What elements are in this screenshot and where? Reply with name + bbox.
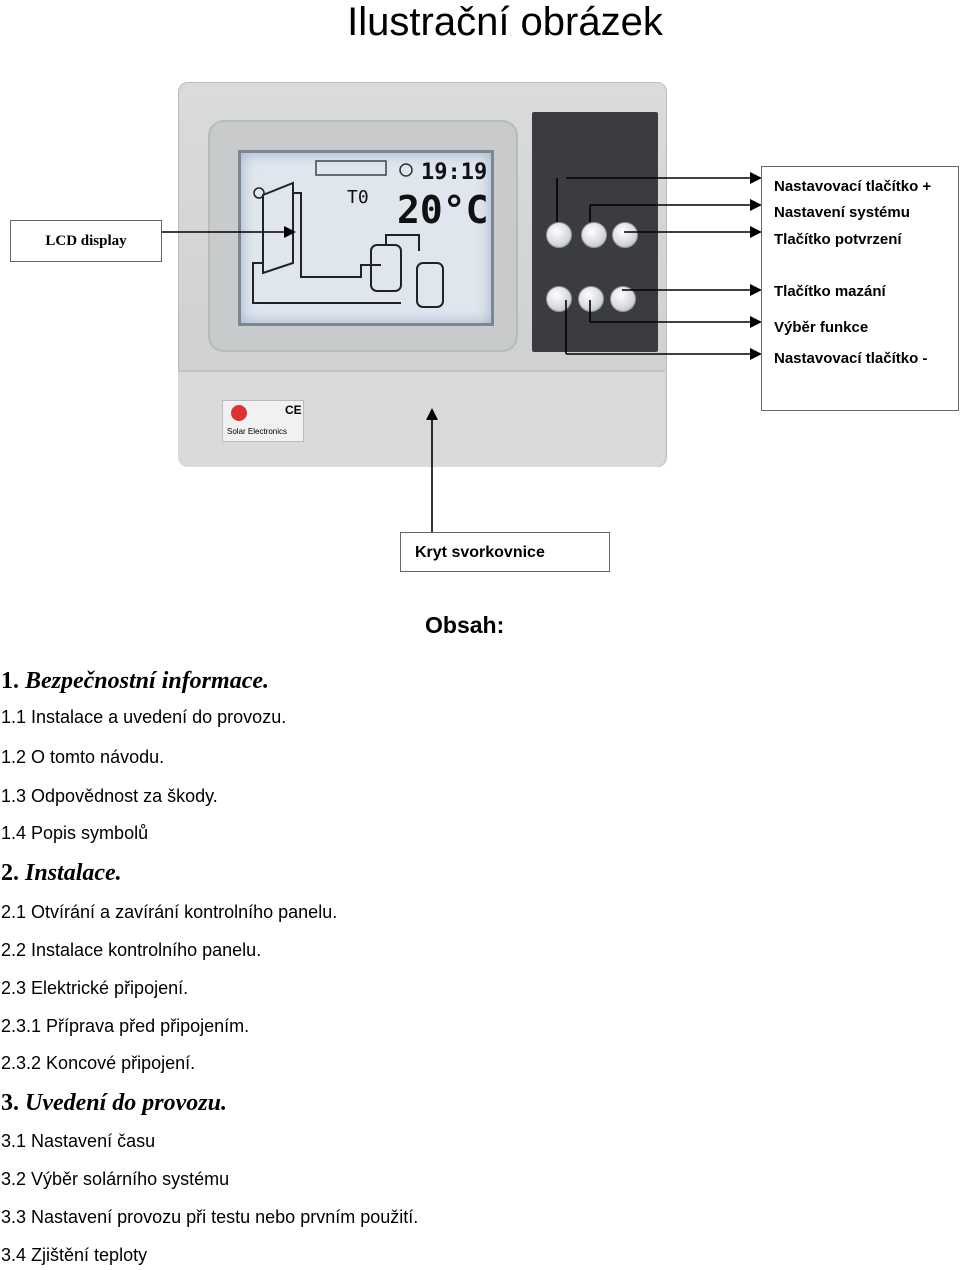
toc-item[interactable]: 2.3.2 Koncové připojení.: [1, 1053, 195, 1074]
toc-item-text: Nastavení času: [31, 1131, 156, 1151]
toc-item[interactable]: 3.4 Zjištění teploty: [1, 1245, 147, 1266]
toc-item[interactable]: 2.3 Elektrické připojení.: [1, 978, 188, 999]
callout-arrows: [160, 172, 762, 532]
toc-item[interactable]: 2.3.1 Příprava před připojením.: [1, 1016, 249, 1037]
terminal-cover-label: Kryt svorkovnice: [400, 532, 610, 572]
page-title: Ilustrační obrázek: [347, 0, 663, 44]
toc-item-number: 2.3: [1, 978, 32, 998]
lcd-time: 19:19: [421, 160, 487, 185]
toc-item-number: 2.: [1, 860, 25, 886]
button-legend: Nastavovací tlačítko + Nastavení systému…: [761, 166, 959, 411]
toc-item-number: 1.: [1, 668, 25, 694]
toc-item-number: 2.1: [1, 902, 32, 922]
sun-icon: [231, 405, 247, 421]
toc-item-text: Instalace.: [25, 860, 122, 886]
toc-item[interactable]: 3. Uvedení do provozu.: [1, 1090, 227, 1117]
toc-item-number: 3.1: [1, 1131, 32, 1151]
label-plus-button: Nastavovací tlačítko +: [774, 178, 932, 195]
lcd-temp: 20°C: [397, 188, 489, 232]
toc-item-text: Odpovědnost za škody.: [31, 786, 218, 806]
toc-item-number: 3.: [1, 1090, 25, 1116]
toc-item[interactable]: 2.1 Otvírání a zavírání kontrolního pane…: [1, 902, 337, 923]
toc-item-number: 1.1: [1, 707, 32, 727]
label-function-select: Výběr funkce: [774, 319, 869, 336]
label-confirm-button: Tlačítko potvrzení: [774, 231, 902, 248]
system-settings-button[interactable]: [581, 222, 607, 248]
toc-item-text: Instalace kontrolního panelu.: [31, 940, 262, 960]
label-minus-button: Nastavovací tlačítko -: [774, 350, 928, 367]
toc-item-number: 3.3: [1, 1207, 32, 1227]
toc-item-number: 1.3: [1, 786, 32, 806]
toc-item[interactable]: 1.1 Instalace a uvedení do provozu.: [1, 707, 286, 728]
brand-logo: CE Solar Electronics: [222, 400, 304, 442]
toc-item-text: Koncové připojení.: [46, 1053, 196, 1073]
toc-item-text: Uvedení do provozu.: [25, 1090, 227, 1116]
label-system-settings: Nastavení systému: [774, 204, 910, 221]
toc-item[interactable]: 1. Bezpečnostní informace.: [1, 668, 269, 695]
toc-item-text: Instalace a uvedení do provozu.: [31, 707, 287, 727]
toc-item[interactable]: 2.2 Instalace kontrolního panelu.: [1, 940, 261, 961]
toc-item-text: Bezpečnostní informace.: [25, 668, 269, 694]
toc-item[interactable]: 1.4 Popis symbolů: [1, 823, 148, 844]
confirm-button[interactable]: [612, 222, 638, 248]
lcd-display-label: LCD display: [10, 220, 162, 262]
toc-item-text: Zjištění teploty: [31, 1245, 148, 1265]
brand-name: Solar Electronics: [227, 427, 288, 436]
toc-item-number: 1.4: [1, 823, 32, 843]
plus-button[interactable]: [546, 222, 572, 248]
toc-item-text: Nastavení provozu při testu nebo prvním …: [31, 1207, 419, 1227]
toc-item-text: Elektrické připojení.: [31, 978, 189, 998]
toc-item-number: 2.3.1: [1, 1016, 47, 1036]
toc-item[interactable]: 1.3 Odpovědnost za škody.: [1, 786, 218, 807]
toc-heading: Obsah:: [425, 612, 505, 638]
toc-item-text: Popis symbolů: [31, 823, 149, 843]
toc-item-number: 1.2: [1, 747, 32, 767]
toc-item[interactable]: 3.2 Výběr solárního systému: [1, 1169, 229, 1190]
toc-item[interactable]: 3.3 Nastavení provozu při testu nebo prv…: [1, 1207, 418, 1228]
toc-item-number: 2.2: [1, 940, 32, 960]
toc-item[interactable]: 3.1 Nastavení času: [1, 1131, 155, 1152]
toc-item[interactable]: 2. Instalace.: [1, 860, 122, 887]
label-delete-button: Tlačítko mazání: [774, 283, 886, 300]
toc-item-text: Výběr solárního systému: [31, 1169, 230, 1189]
function-select-button[interactable]: [578, 286, 604, 312]
toc-item-number: 3.4: [1, 1245, 32, 1265]
toc-item-text: Příprava před připojením.: [46, 1016, 250, 1036]
toc-item-number: 2.3.2: [1, 1053, 47, 1073]
toc-item-text: O tomto návodu.: [31, 747, 165, 767]
delete-button[interactable]: [546, 286, 572, 312]
arrow-icon: [750, 172, 762, 184]
toc-item[interactable]: 1.2 O tomto návodu.: [1, 747, 164, 768]
toc-item-text: Otvírání a zavírání kontrolního panelu.: [31, 902, 338, 922]
lcd-screen: 19:19 T0 20°C: [238, 150, 494, 326]
ce-mark: CE: [285, 403, 302, 417]
lcd-sensor: T0: [347, 187, 369, 208]
toc-item-number: 3.2: [1, 1169, 32, 1189]
